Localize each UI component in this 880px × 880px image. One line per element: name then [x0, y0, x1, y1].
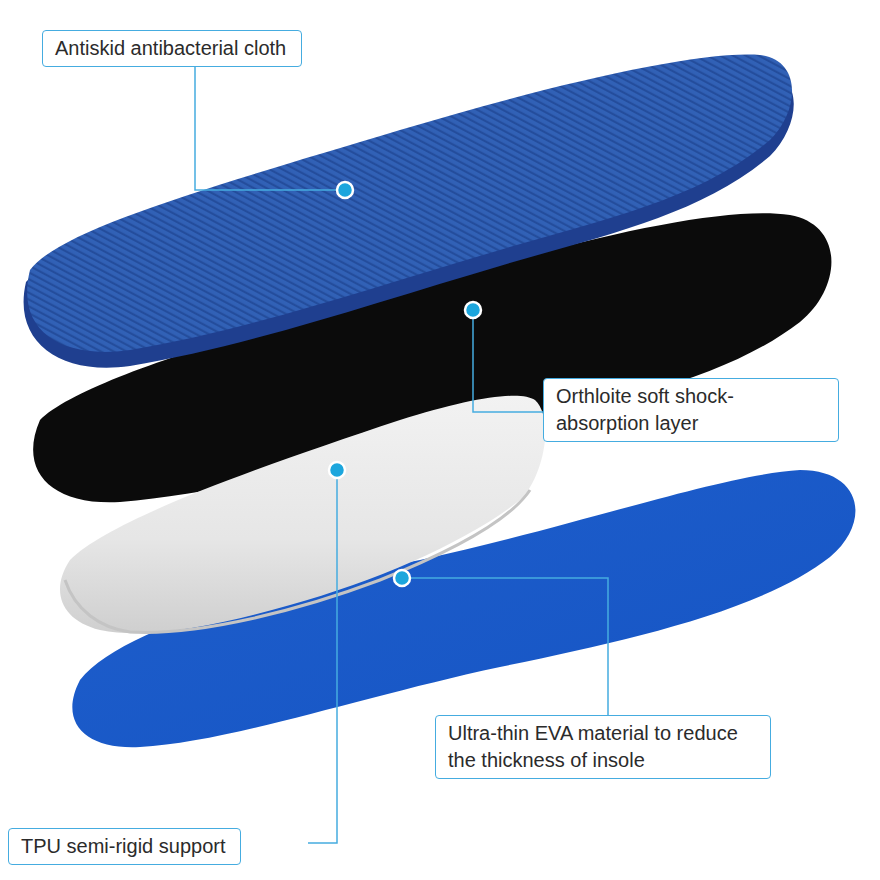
callout-label: Antiskid antibacterial cloth	[55, 35, 289, 62]
callout-dot	[465, 302, 481, 318]
tpu-support	[60, 396, 545, 633]
tpu-edge	[65, 490, 530, 632]
callout-dot	[337, 182, 353, 198]
callout-box: TPU semi-rigid support	[8, 828, 241, 865]
callout-box: Orthloite soft shock-absorption layer	[543, 378, 839, 442]
callout-dot	[394, 570, 410, 586]
leader-line	[308, 470, 337, 843]
callout-label: Ultra-thin EVA material to reduce the th…	[448, 720, 758, 774]
leader-line	[473, 310, 543, 412]
callout-label: Orthloite soft shock-absorption layer	[556, 383, 826, 437]
leader-line	[402, 578, 608, 715]
callout-box: Antiskid antibacterial cloth	[42, 30, 302, 67]
cloth-layer	[27, 55, 792, 352]
callout-box: Ultra-thin EVA material to reduce the th…	[435, 715, 771, 779]
callout-label: TPU semi-rigid support	[21, 833, 228, 860]
callout-dot	[329, 462, 345, 478]
leader-line	[195, 67, 345, 190]
